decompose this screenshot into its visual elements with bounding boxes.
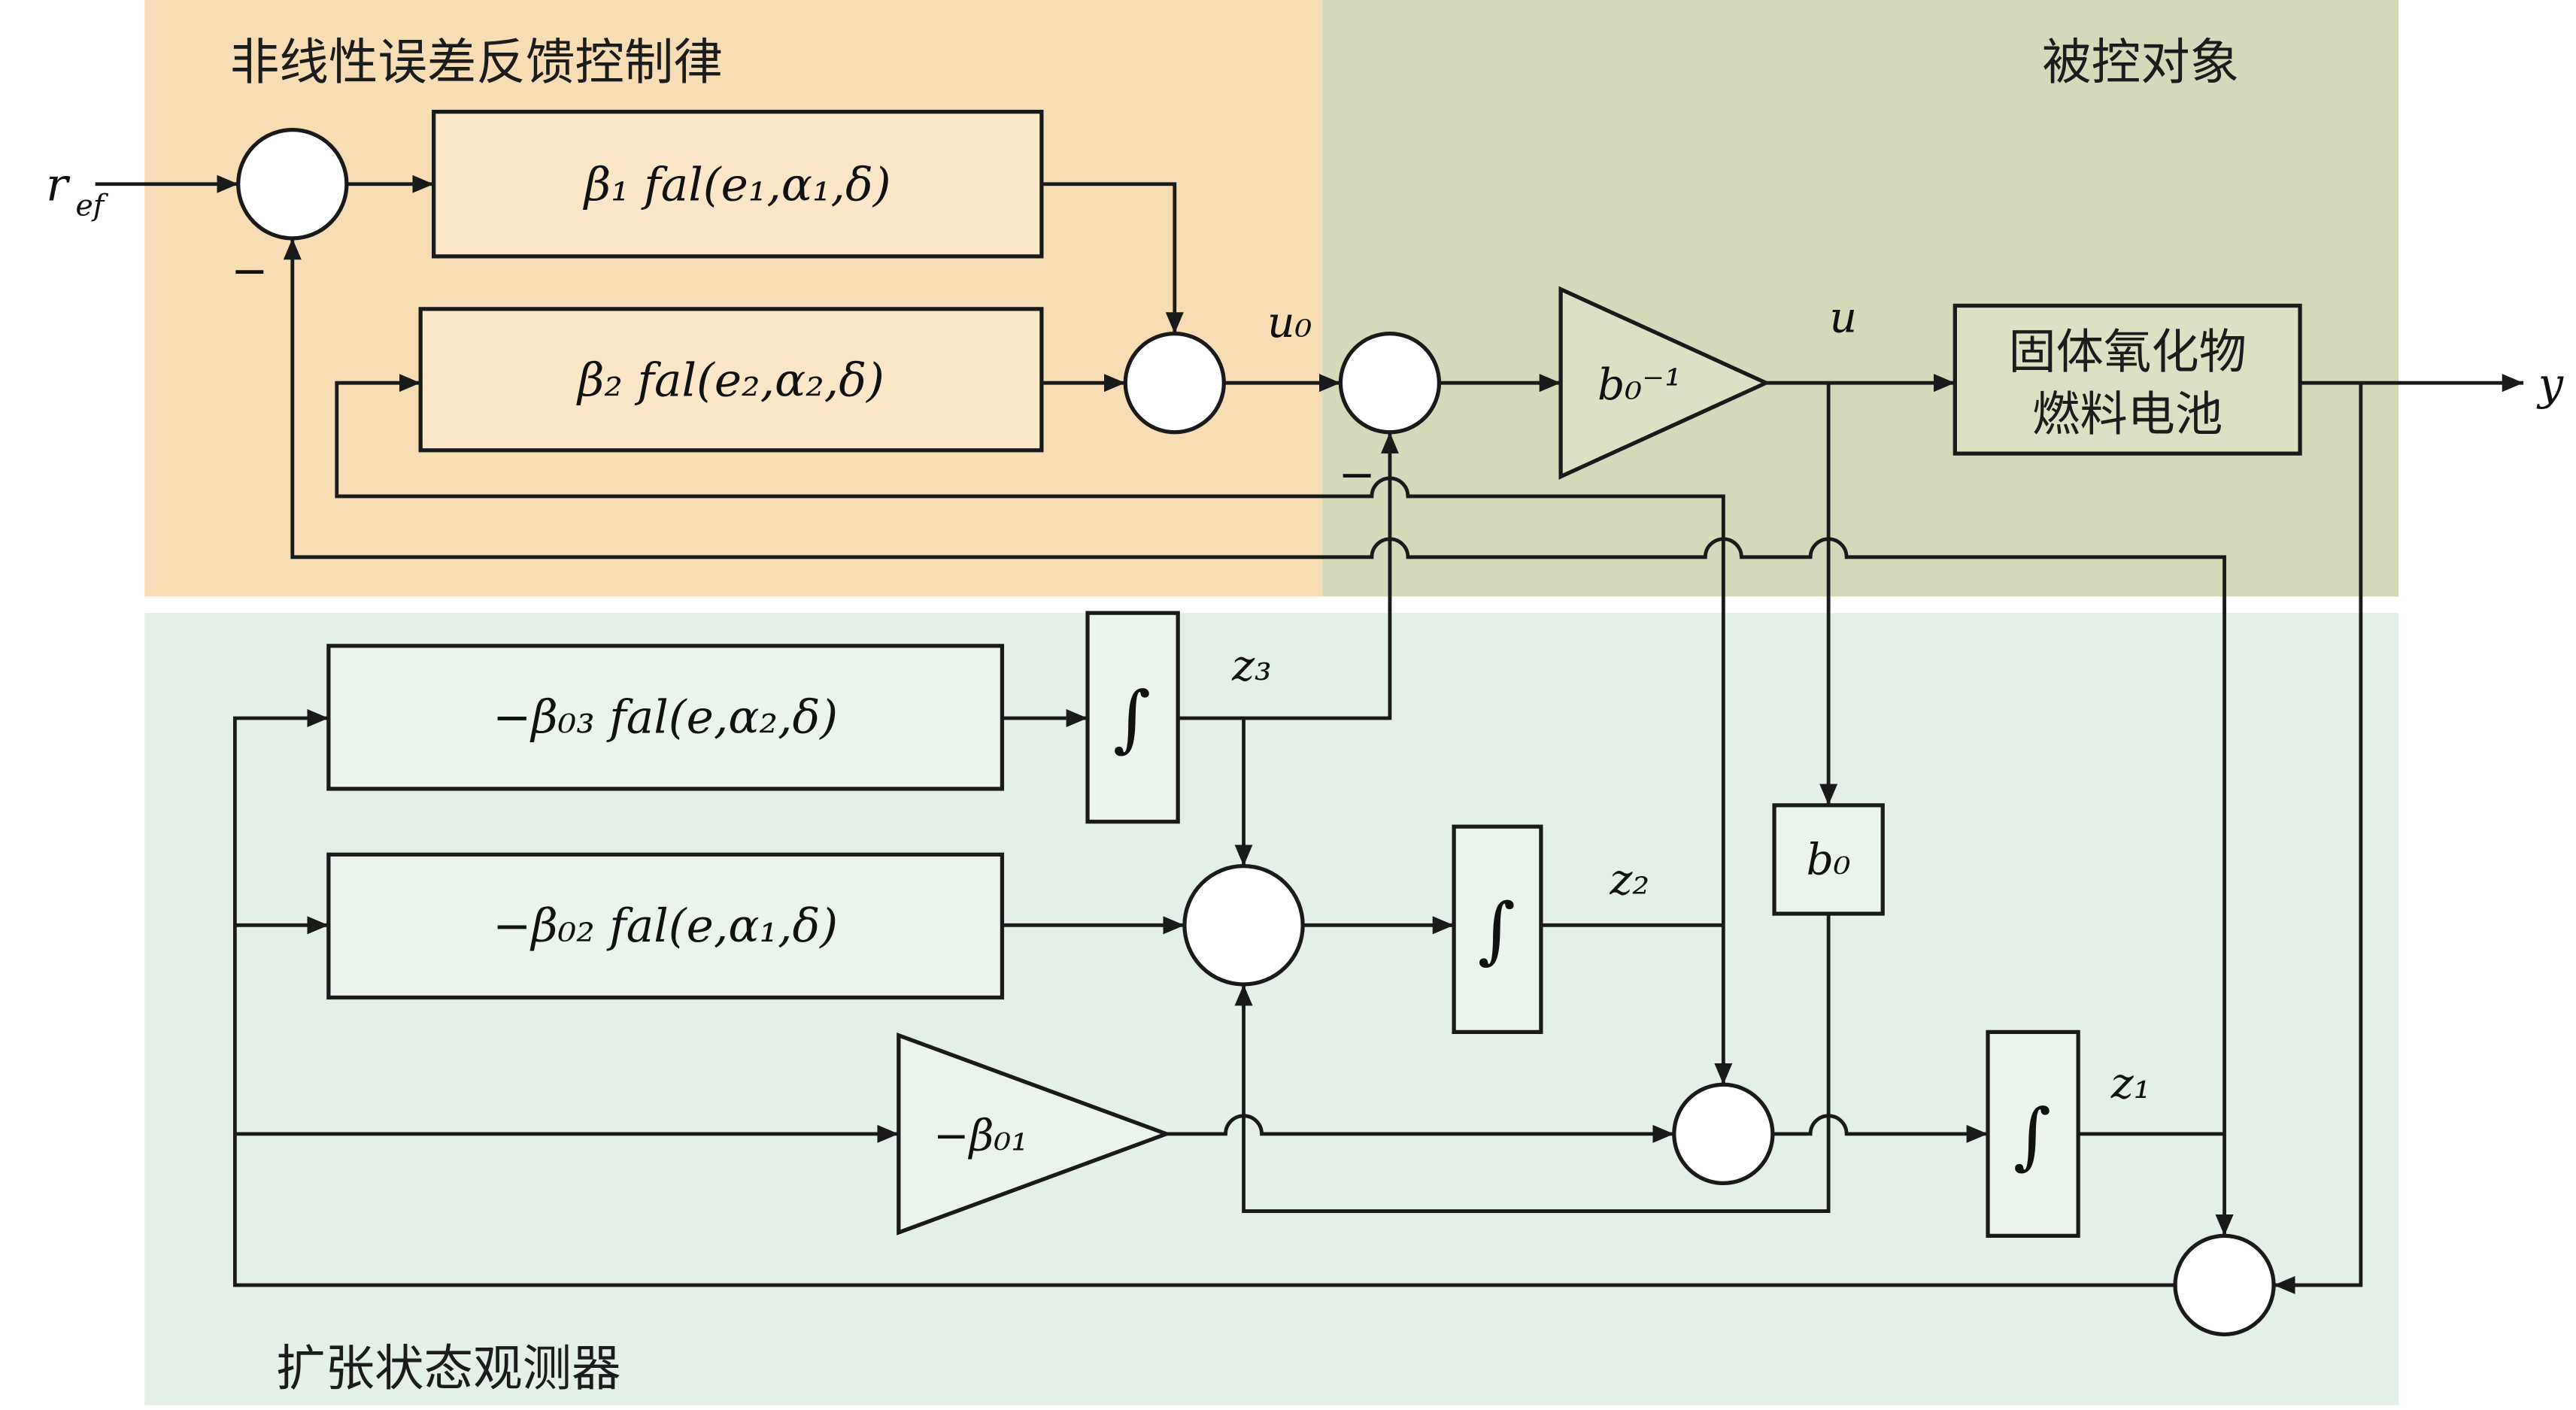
integrator-symbol-2: ∫ [1478,888,1516,972]
signal-wires [95,174,2524,1294]
region-plant [1322,0,2399,597]
gain-b01-triangle [897,1032,1173,1236]
label-u0: u₀ [1267,298,1312,347]
label-z3: z₃ [1231,641,1272,691]
block-beta2-fal [418,307,1044,453]
sum-junction-6 [2173,1233,2276,1337]
sum-junction-2 [1123,331,1226,435]
plant-block [1952,303,2302,456]
wire-b0-to-sum4 [1234,914,1831,1213]
block-beta1-fal [432,109,1044,259]
wire-beta1-to-sum2 [1041,182,1184,334]
integrator-2-block [1452,824,1543,1034]
diagram-labels: 非线性误差反馈控制律 被控对象 扩张状态观测器 r ef − − β₁ fal(… [46,35,2564,1396]
wire-z2-feedback-to-beta2 [335,374,1725,926]
label-r: r [46,159,71,212]
region-controller [144,0,1323,597]
label-b0: b₀ [1807,835,1851,885]
integrator-symbol-1: ∫ [1113,676,1151,760]
label-b0-inverse: b₀⁻¹ [1597,360,1682,410]
wire-error-to-beta03 [232,708,2176,1287]
label-r-subscript: ef [75,189,108,223]
sum-junction-4 [1182,864,1305,987]
label-beta02-fal: −β₀₂ fal(e,α₁,δ) [493,899,838,953]
label-z2: z₂ [1609,855,1649,905]
title-controller: 非线性误差反馈控制律 [230,35,723,89]
block-beta02-fal [326,852,1005,1000]
minus-sign-mid: − [1339,448,1376,500]
plant-label-line2: 燃料电池 [2032,389,2223,441]
diagram-nodes [236,109,2302,1337]
plant-label-line1: 固体氧化物 [2008,326,2247,378]
label-beta1-fal: β₁ fal(e₁,α₁,δ) [583,159,891,212]
label-beta03-fal: −β₀₃ fal(e,α₂,δ) [493,691,838,744]
gain-b0-block [1772,803,1885,916]
sum-junction-3 [1338,331,1442,435]
label-y: y [2536,358,2564,410]
title-plant: 被控对象 [2042,35,2239,89]
label-u: u [1830,293,1858,342]
label-z1: z₁ [2110,1059,2151,1108]
sum-junction-1 [236,128,349,241]
wire-z3-to-sum3 [1178,432,1399,720]
sum-junction-5 [1672,1082,1775,1186]
gain-b0-inverse-triangle [1558,286,1771,480]
minus-sign-top: − [231,244,268,296]
label-b01: −β₀₁ [933,1111,1028,1161]
integrator-1-block [1085,611,1180,824]
integrator-3-block [1986,1029,2080,1238]
label-beta2-fal: β₂ fal(e₂,α₂,δ) [576,354,884,408]
wire-y-feedback-to-sum6 [2274,383,2363,1294]
integrator-symbol-3: ∫ [2013,1093,2051,1178]
block-beta03-fal [326,644,1005,791]
title-observer: 扩张状态观测器 [276,1341,621,1396]
